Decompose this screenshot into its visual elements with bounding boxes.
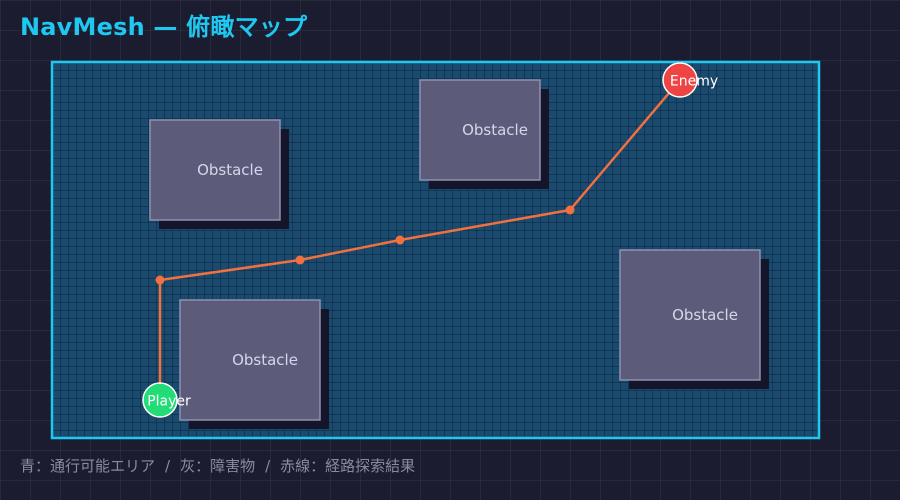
- path-line: [158, 79, 681, 400]
- obstacle: Obstacle: [179, 299, 329, 429]
- obstacle-label: Obstacle: [462, 121, 528, 139]
- enemy-label: Enemy: [670, 74, 718, 90]
- obstacle-label: Obstacle: [232, 351, 298, 369]
- obstacle-label: Obstacle: [672, 306, 738, 324]
- legend-separator: /: [165, 457, 171, 475]
- path-waypoint: [395, 235, 405, 245]
- player-marker[interactable]: Player: [142, 382, 191, 418]
- obstacle-label: Obstacle: [197, 161, 263, 179]
- legend-walkable: 青：通行可能エリア: [20, 457, 156, 475]
- obstacle: Obstacle: [419, 79, 549, 189]
- page-title: NavMesh — 俯瞰マップ: [20, 13, 308, 41]
- player-label: Player: [147, 394, 191, 410]
- legend-path: 赤線：経路探索結果: [280, 457, 416, 475]
- path-waypoint: [565, 205, 575, 215]
- legend-separator: /: [265, 457, 271, 475]
- obstacle: Obstacle: [619, 249, 769, 389]
- path-waypoint: [155, 275, 165, 285]
- obstacle: Obstacle: [149, 119, 289, 229]
- legend-obstacle: 灰：障害物: [180, 457, 256, 475]
- path-waypoint: [295, 255, 305, 265]
- enemy-marker[interactable]: Enemy: [662, 62, 718, 98]
- map-legend: 青：通行可能エリア / 灰：障害物 / 赤線：経路探索結果: [20, 455, 415, 476]
